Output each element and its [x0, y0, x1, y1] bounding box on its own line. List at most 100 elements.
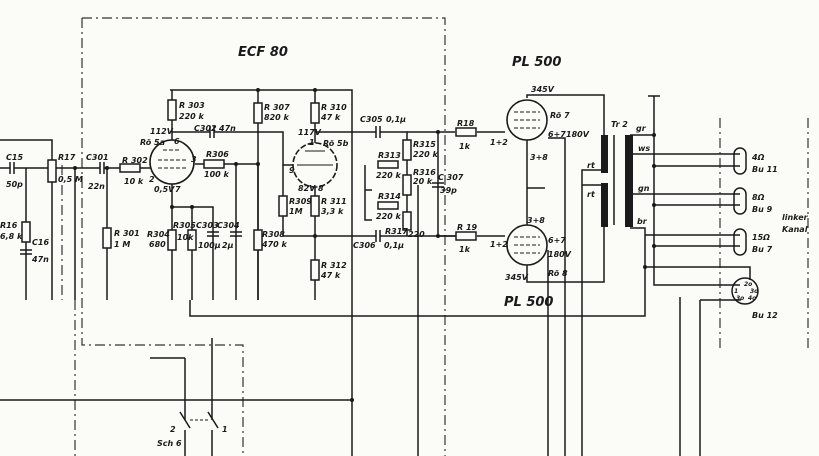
resistor-r307 — [253, 102, 263, 124]
value-r315: 220 k — [413, 150, 438, 159]
value-r18: 1k — [459, 142, 471, 151]
ro8-pin-cathode: 3+8 — [527, 216, 545, 225]
switch-pin-right: 1 — [222, 425, 228, 434]
resistor-r301 — [102, 227, 112, 249]
value-c16: 47n — [31, 255, 49, 264]
label-r16: R16 — [0, 221, 18, 230]
tube-ro7 — [506, 99, 548, 141]
value-r16: 6,8 k — [0, 232, 23, 241]
tube-ro8 — [506, 224, 548, 266]
label-tr2: Tr 2 — [611, 120, 628, 129]
label-r306: R306 — [206, 150, 229, 159]
resistor-r302 — [119, 163, 141, 173]
label-r309: R309 — [289, 197, 312, 206]
label-r308: R308 — [262, 230, 285, 239]
label-c304: C304 — [217, 221, 240, 230]
value-r306: 100 k — [204, 170, 229, 179]
label-c16: C16 — [32, 238, 49, 247]
value-c302: 47n — [218, 124, 236, 133]
ro5a-anode-voltage: 112V — [150, 127, 174, 136]
value-r312: 47 k — [320, 271, 341, 280]
tap-ws: ws — [638, 144, 650, 153]
label-c301: C301 — [86, 153, 109, 162]
label-r317: R317 — [385, 227, 408, 236]
tap-rt-2: rt — [587, 190, 596, 199]
junction-dots — [73, 88, 656, 402]
label-r302: R 302 — [122, 156, 148, 165]
channel-label-1: linker — [782, 213, 809, 222]
resistor-r314 — [377, 201, 399, 210]
label-c307: C 307 — [438, 173, 464, 182]
ro5a-pin-anode: 6 — [174, 137, 180, 146]
label-r304: R304 — [147, 230, 170, 239]
ro8-pin-screen: 6+7 — [548, 236, 566, 245]
capacitor-c307 — [432, 182, 444, 188]
label-r315: R315 — [413, 140, 436, 149]
output-socket-bu9: Bu 9 — [752, 205, 773, 214]
output-socket-bu11: Bu 11 — [752, 165, 778, 174]
output-impedance-8: 8Ω — [752, 193, 765, 202]
label-c302: C302 — [194, 124, 217, 133]
tap-br: br — [637, 217, 648, 226]
resistor-r313 — [377, 160, 399, 169]
din-pin-2: 2o — [744, 281, 752, 288]
output-labels: 4Ω Bu 11 8Ω Bu 9 15Ω Bu 7 Bu 12 2o 1 3o … — [734, 153, 778, 320]
label-r312: R 312 — [321, 261, 347, 270]
value-r302: 10 k — [124, 177, 144, 186]
tubes — [149, 99, 548, 266]
wires — [0, 89, 751, 456]
resistor-r308 — [253, 229, 263, 251]
channel-label-2: Kanal — [782, 225, 808, 234]
resistor-r311 — [310, 195, 320, 217]
resistors — [21, 99, 477, 281]
label-r316: R316 — [413, 168, 436, 177]
resistor-r16 — [21, 221, 31, 243]
speaker-sockets — [731, 147, 759, 305]
ro5b-pin-grid: 9 — [289, 166, 295, 175]
din-pin-3a: 3o — [750, 288, 758, 295]
ro7-pin-screen: 6+7 — [548, 130, 566, 139]
output-transformer-tr2 — [601, 135, 633, 227]
ro5a-pin-cathode: 7 — [175, 185, 181, 194]
label-r313: R313 — [378, 151, 401, 160]
din-socket-label: Bu 12 — [752, 311, 778, 320]
din-socket-bu12 — [731, 277, 759, 305]
ro5a-cathode-voltage: 0,5V — [154, 185, 175, 194]
capacitors — [9, 126, 444, 255]
value-r19: 1k — [459, 245, 471, 254]
potentiometer-r17 — [47, 159, 57, 183]
ro7-pin-grid: 1+2 — [490, 138, 508, 147]
value-c304: 2µ — [222, 241, 234, 250]
label-r19: R 19 — [457, 223, 478, 232]
ro5a-label: Rö 5a — [140, 138, 165, 147]
ro7-anode-voltage: 345V — [531, 85, 555, 94]
tap-gn: gn — [638, 184, 650, 193]
label-r307: R 307 — [264, 103, 290, 112]
capacitor-c16 — [20, 249, 32, 255]
socket-bu9 — [733, 187, 747, 215]
label-r303: R 303 — [179, 101, 205, 110]
ro7-label: Rö 7 — [550, 111, 570, 120]
capacitor-c302 — [209, 126, 215, 138]
value-r311: 3,3 k — [321, 207, 344, 216]
resistor-r303 — [167, 99, 177, 121]
value-c306: 0,1µ — [384, 241, 404, 250]
resistor-r19 — [455, 231, 477, 241]
tap-rt-1: rt — [587, 161, 596, 170]
switch-label: Sch 6 — [157, 439, 182, 448]
din-pin-1: 1 — [734, 288, 738, 295]
ro8-pin-grid: 1+2 — [490, 240, 508, 249]
value-r304: 680 — [149, 240, 166, 249]
value-c15: 50p — [6, 180, 23, 189]
value-r317: 220 — [408, 230, 425, 239]
component-labels: C15 50p R16 6,8 k C16 47n R17 0,5 M C301… — [0, 101, 628, 280]
label-r311: R 311 — [321, 197, 347, 206]
value-r313: 220 k — [376, 171, 401, 180]
switch-sch6 — [179, 411, 219, 429]
ro5b-label: Rö 5b — [323, 139, 349, 148]
ro5b-pin-anode: 1 — [309, 138, 315, 147]
socket-bu7 — [733, 228, 747, 256]
label-c15: C15 — [6, 153, 23, 162]
resistor-r310 — [310, 102, 320, 124]
